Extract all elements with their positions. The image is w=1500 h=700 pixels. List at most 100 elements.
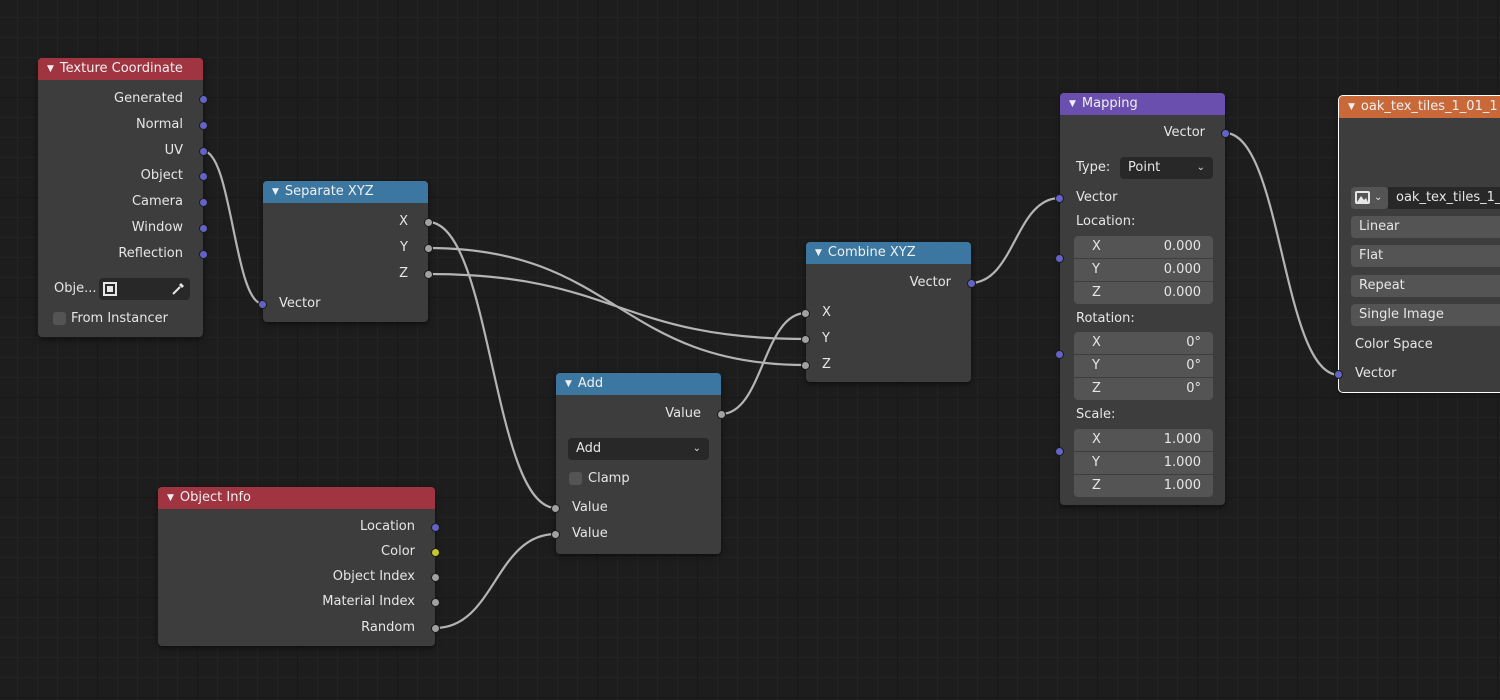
- output-value: Value: [556, 404, 726, 424]
- output-socket[interactable]: [431, 573, 440, 582]
- type-dropdown[interactable]: Point ⌄: [1120, 157, 1213, 179]
- socket-label: Window: [131, 220, 183, 235]
- separate-xyz-node[interactable]: ▼Separate XYZ X Y Z Vector: [258, 181, 433, 322]
- collapse-triangle-icon[interactable]: ▼: [47, 64, 54, 74]
- output-socket[interactable]: [199, 224, 208, 233]
- node-header[interactable]: ▼oak_tex_tiles_1_01_1: [1339, 96, 1500, 118]
- axis-label: Z: [1092, 478, 1101, 493]
- socket-label: UV: [164, 143, 183, 158]
- output-socket[interactable]: [199, 250, 208, 259]
- node-title: Mapping: [1081, 96, 1138, 111]
- node-title: Add: [577, 376, 604, 391]
- input-socket[interactable]: [551, 530, 560, 539]
- output-socket[interactable]: [424, 270, 433, 279]
- scale-input-socket[interactable]: [1055, 447, 1064, 456]
- output-object: Object: [38, 166, 208, 186]
- input-socket[interactable]: [258, 300, 267, 309]
- mapping-node[interactable]: ▼Mapping Vector Type: Point ⌄ Vector Loc…: [1055, 93, 1230, 505]
- image-selector[interactable]: ⌄ oak_tex_tiles_1_: [1351, 187, 1500, 209]
- object-info-node[interactable]: ▼Object Info Location Color Object Index…: [158, 487, 440, 646]
- image-browse-button[interactable]: ⌄: [1351, 187, 1388, 209]
- link-mapping-vector-to-image-vector: [1224, 131, 1340, 377]
- location-input-socket[interactable]: [1055, 254, 1064, 263]
- math-add-node[interactable]: ▼Add Value Add ⌄ Clamp Value Value: [551, 373, 726, 554]
- axis-label: Y: [1092, 262, 1100, 277]
- operation-dropdown[interactable]: Add ⌄: [568, 438, 709, 460]
- clamp-checkbox[interactable]: [569, 472, 582, 485]
- input-vector: Vector: [1334, 364, 1500, 384]
- axis-label: Y: [1092, 455, 1100, 470]
- axis-label: X: [1092, 335, 1101, 350]
- output-socket[interactable]: [1221, 129, 1230, 138]
- collapse-triangle-icon[interactable]: ▼: [167, 493, 174, 503]
- interpolation-dropdown[interactable]: Linear: [1351, 216, 1500, 238]
- location-label: Location:: [1076, 214, 1136, 229]
- link-random-to-add-value-b: [434, 532, 557, 630]
- image-name-field[interactable]: oak_tex_tiles_1_: [1388, 187, 1500, 209]
- node-header[interactable]: ▼Combine XYZ: [806, 242, 971, 264]
- output-random: Random: [158, 618, 440, 638]
- source-dropdown[interactable]: Single Image: [1351, 304, 1500, 326]
- input-socket[interactable]: [1055, 194, 1064, 203]
- output-y: Y: [263, 238, 433, 258]
- node-header[interactable]: ▼ Add: [556, 373, 721, 395]
- type-value: Point: [1128, 160, 1161, 175]
- extension-dropdown[interactable]: Repeat: [1351, 275, 1500, 297]
- image-texture-node[interactable]: ▼oak_tex_tiles_1_01_1 ⌄ oak_tex_tiles_1_…: [1334, 95, 1500, 393]
- socket-label: Object: [140, 168, 183, 183]
- scale-y-field[interactable]: Y 1.000: [1074, 452, 1213, 474]
- link-separate-z-to-combine-y: [427, 272, 807, 341]
- output-socket[interactable]: [424, 218, 433, 227]
- node-header[interactable]: ▼Object Info: [158, 487, 435, 509]
- output-camera: Camera: [38, 192, 208, 212]
- input-socket[interactable]: [551, 504, 560, 513]
- from-instancer-checkbox[interactable]: [53, 312, 66, 325]
- collapse-triangle-icon[interactable]: ▼: [1069, 99, 1076, 109]
- projection-dropdown[interactable]: Flat: [1351, 245, 1500, 267]
- object-row: Obje...: [38, 278, 203, 300]
- output-socket[interactable]: [967, 279, 976, 288]
- rotation-input-socket[interactable]: [1055, 350, 1064, 359]
- collapse-triangle-icon[interactable]: ▼: [272, 187, 279, 197]
- input-socket[interactable]: [801, 335, 810, 344]
- output-socket[interactable]: [199, 172, 208, 181]
- collapse-triangle-icon[interactable]: ▼: [815, 248, 822, 258]
- output-socket[interactable]: [431, 624, 440, 633]
- collapse-triangle-icon[interactable]: ▼: [1348, 102, 1355, 112]
- output-socket[interactable]: [431, 548, 440, 557]
- socket-label: Y: [400, 240, 408, 255]
- field-value: 1.000: [1163, 455, 1201, 470]
- collapse-triangle-icon[interactable]: ▼: [565, 379, 572, 389]
- output-socket[interactable]: [431, 523, 440, 532]
- output-socket[interactable]: [199, 198, 208, 207]
- output-socket[interactable]: [199, 95, 208, 104]
- output-socket[interactable]: [199, 147, 208, 156]
- link-uv-to-separate-vector: [202, 149, 264, 306]
- input-socket[interactable]: [801, 361, 810, 370]
- output-socket[interactable]: [717, 410, 726, 419]
- output-socket[interactable]: [199, 121, 208, 130]
- socket-label: Vector: [1163, 125, 1205, 140]
- object-field[interactable]: [99, 278, 190, 300]
- eyedropper-icon[interactable]: [170, 281, 186, 297]
- texture-coordinate-node[interactable]: ▼Texture Coordinate Generated Normal UV …: [38, 58, 208, 337]
- input-socket[interactable]: [1334, 370, 1343, 379]
- output-socket[interactable]: [431, 598, 440, 607]
- node-header[interactable]: ▼ Mapping: [1060, 93, 1225, 115]
- node-header[interactable]: ▼Separate XYZ: [263, 181, 428, 203]
- link-separate-y-to-combine-z: [427, 246, 807, 367]
- input-socket[interactable]: [801, 309, 810, 318]
- combine-xyz-node[interactable]: ▼Combine XYZ Vector X Y Z: [801, 242, 976, 382]
- node-header[interactable]: ▼Texture Coordinate: [38, 58, 203, 80]
- field-value: 1.000: [1163, 432, 1201, 447]
- operation-value: Add: [576, 441, 602, 456]
- output-socket[interactable]: [424, 244, 433, 253]
